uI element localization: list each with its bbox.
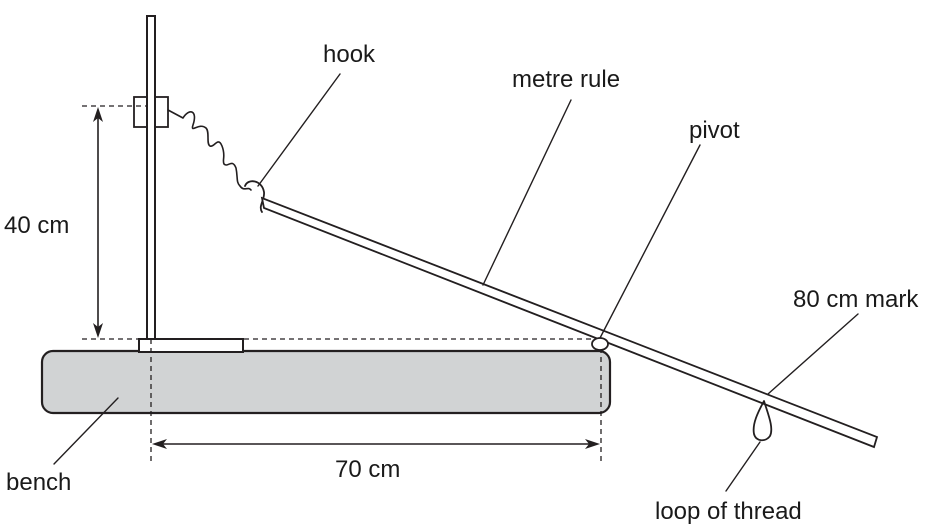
bench-label: bench <box>6 469 71 496</box>
pivot-leader <box>599 144 701 339</box>
metre-rule-leader <box>482 99 572 286</box>
hook-leader <box>257 73 341 187</box>
height-dimension-arrow <box>93 107 103 338</box>
mark-label: 80 cm mark <box>793 286 919 313</box>
mark-leader <box>767 313 859 395</box>
loop-label: loop of thread <box>655 498 802 525</box>
bench-leader <box>53 397 119 465</box>
pivot-label: pivot <box>689 117 740 144</box>
spring <box>167 109 252 191</box>
pivot <box>591 337 609 351</box>
distance-dimension-arrow <box>152 439 600 449</box>
hook <box>244 180 265 213</box>
loop-leader <box>725 441 761 492</box>
metre-rule-label: metre rule <box>512 66 620 93</box>
metre-rule <box>260 196 879 449</box>
height-label: 40 cm <box>4 212 69 239</box>
stand-rod <box>146 15 156 340</box>
loop-of-thread <box>752 400 773 442</box>
bench <box>40 349 612 415</box>
stand-base <box>138 338 244 353</box>
hook-label: hook <box>323 41 376 68</box>
distance-label: 70 cm <box>335 456 400 483</box>
